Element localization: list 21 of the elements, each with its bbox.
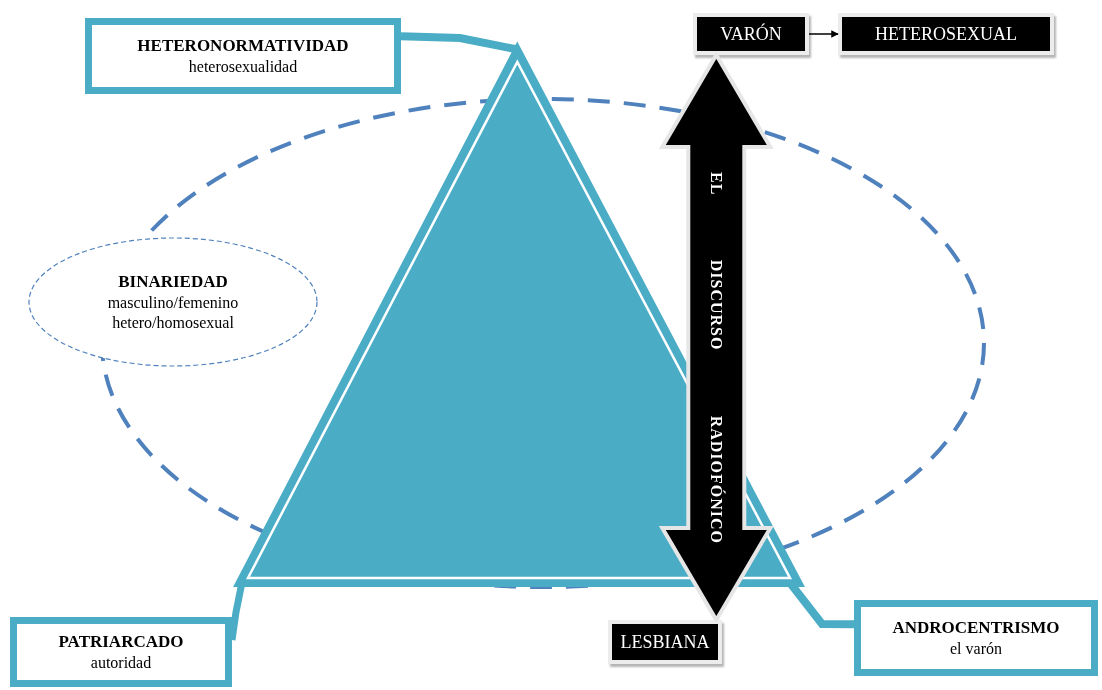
concept-title: HETERONORMATIVIDAD bbox=[137, 35, 349, 57]
concept-subtitle: hetero/homosexual bbox=[112, 313, 234, 333]
concept-box bbox=[854, 600, 1098, 676]
concept-title: PATRIARCADO bbox=[58, 631, 184, 653]
term-label: LESBIANA bbox=[620, 631, 710, 653]
concept-subtitle: heterosexualidad bbox=[188, 57, 298, 77]
dashed-ellipse bbox=[28, 237, 318, 367]
term-box bbox=[608, 620, 722, 664]
concept-box bbox=[85, 18, 401, 94]
term-label: VARÓN bbox=[720, 23, 782, 45]
term-box bbox=[693, 13, 809, 55]
concept-subtitle: masculino/femenino bbox=[107, 293, 239, 313]
term-label: HETEROSEXUAL bbox=[875, 23, 1017, 45]
concept-title: BINARIEDAD bbox=[118, 271, 228, 293]
concept-box bbox=[10, 617, 232, 687]
term-box bbox=[838, 13, 1054, 55]
concept-subtitle: autoridad bbox=[90, 653, 152, 673]
arrow bbox=[808, 30, 839, 38]
concept-subtitle: el varón bbox=[950, 639, 1002, 659]
connector-line bbox=[400, 32, 519, 54]
concept-title: ANDROCENTRISMO bbox=[892, 617, 1060, 639]
